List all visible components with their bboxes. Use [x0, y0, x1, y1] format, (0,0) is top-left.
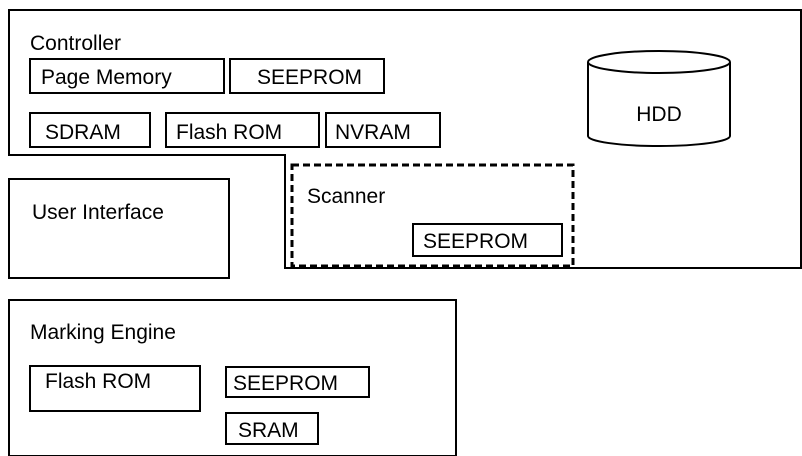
page-memory-box: Page Memory: [29, 58, 225, 94]
controller-label: Controller: [30, 32, 121, 55]
scanner-outline: [290, 163, 575, 268]
marking-seeprom-box: SEEPROM: [225, 366, 370, 398]
marking-engine-label: Marking Engine: [30, 321, 176, 344]
scanner-seeprom-label: SEEPROM: [423, 230, 528, 253]
controller-block: Controller Page Memory SEEPROM SDRAM Fla…: [8, 9, 802, 269]
hdd-cylinder: HDD: [587, 50, 731, 147]
marking-seeprom-label: SEEPROM: [233, 372, 338, 395]
marking-engine-block: Marking Engine Flash ROM SEEPROM SRAM: [8, 299, 457, 456]
scanner-block: Scanner SEEPROM: [290, 163, 575, 268]
hdd-body: [587, 62, 731, 147]
marking-flash-rom-box: Flash ROM: [29, 365, 201, 412]
page-memory-label: Page Memory: [41, 66, 172, 89]
marking-flash-rom-label: Flash ROM: [45, 370, 151, 393]
sdram-label: SDRAM: [45, 121, 121, 144]
user-interface-label: User Interface: [32, 201, 164, 224]
scanner-seeprom-box: SEEPROM: [412, 223, 563, 257]
sram-label: SRAM: [238, 419, 299, 442]
nvram-label: NVRAM: [335, 121, 411, 144]
sram-box: SRAM: [225, 412, 319, 445]
hdd-top: [587, 50, 731, 74]
controller-seeprom-box: SEEPROM: [229, 58, 385, 94]
hdd-label: HDD: [636, 103, 682, 126]
nvram-box: NVRAM: [325, 112, 441, 148]
user-interface-block: User Interface: [8, 178, 230, 279]
scanner-label: Scanner: [307, 185, 385, 208]
sdram-box: SDRAM: [29, 112, 151, 148]
controller-flash-rom-label: Flash ROM: [176, 121, 282, 144]
controller-seeprom-label: SEEPROM: [257, 66, 362, 89]
controller-outline: [8, 9, 802, 269]
controller-flash-rom-box: Flash ROM: [165, 112, 320, 148]
